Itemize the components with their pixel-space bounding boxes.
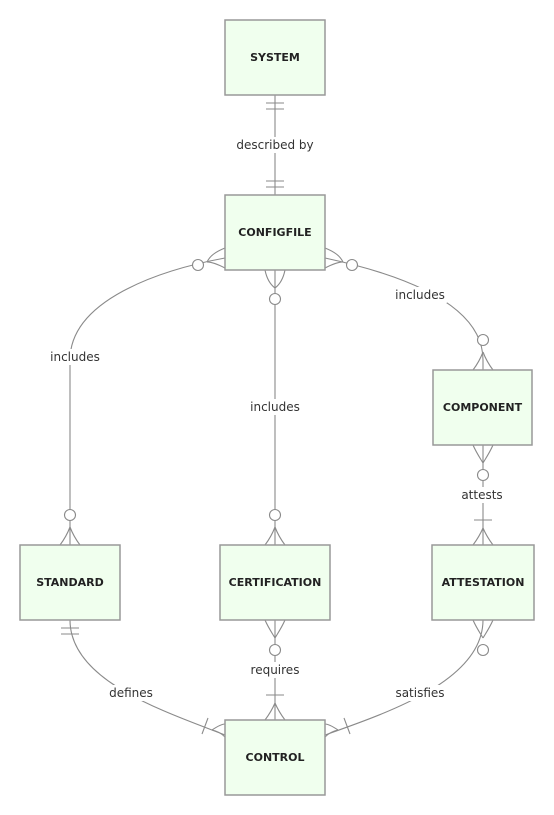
entity-label: COMPONENT bbox=[443, 401, 523, 414]
entity-box bbox=[431, 544, 535, 621]
entity-box bbox=[224, 19, 326, 96]
card-one-many-control-left bbox=[201, 717, 226, 738]
relationship-label: described by bbox=[236, 138, 313, 152]
card-one-many-control-top bbox=[264, 694, 286, 721]
rel-line-configfile-component bbox=[324, 257, 484, 370]
entity-box bbox=[19, 544, 121, 621]
relationship-label: satisfies bbox=[395, 686, 444, 700]
card-one-many-control-right bbox=[324, 717, 351, 738]
card-one-many-attestation-top bbox=[472, 519, 494, 546]
card-zero-many-standard-top bbox=[59, 508, 81, 546]
rel-label-component-attestation: attests bbox=[459, 487, 505, 503]
rel-label-certification-control: requires bbox=[248, 662, 302, 678]
entity-label: STANDARD bbox=[36, 576, 104, 589]
entity-certification: CERTIFICATION bbox=[219, 544, 331, 621]
relationship-label-background bbox=[459, 487, 505, 503]
entities: SYSTEM CONFIGFILE COMPONENT STANDARD CERTIFI… bbox=[19, 19, 535, 796]
relationship-label: attests bbox=[461, 488, 502, 502]
entity-box bbox=[224, 194, 326, 271]
card-zero-many-configfile-bottom bbox=[264, 269, 286, 306]
rel-label-configfile-standard: includes bbox=[48, 349, 102, 365]
card-zero-many-certification-bottom bbox=[264, 619, 286, 657]
rel-label-standard-control: defines bbox=[107, 685, 155, 701]
card-zero-many-certification-top bbox=[264, 508, 286, 546]
relationship-label: defines bbox=[109, 686, 153, 700]
entity-box bbox=[432, 369, 533, 446]
card-zero-many-configfile-right bbox=[324, 247, 359, 272]
relationship-label-background bbox=[248, 399, 302, 415]
relationship-label-background bbox=[393, 287, 447, 303]
relationship-label-background bbox=[393, 685, 447, 701]
entity-label: SYSTEM bbox=[250, 51, 300, 64]
relationship-label: includes bbox=[50, 350, 100, 364]
entity-label: ATTESTATION bbox=[442, 576, 525, 589]
rel-line-configfile-standard bbox=[69, 257, 226, 545]
relationship-label-background bbox=[48, 349, 102, 365]
card-exactly-one-system bbox=[266, 102, 284, 110]
entity-label: CONTROL bbox=[246, 751, 305, 764]
entity-box bbox=[224, 719, 326, 796]
card-zero-many-configfile-left bbox=[191, 247, 226, 272]
relationship-label-background bbox=[248, 662, 302, 678]
rel-line-attestation-control bbox=[324, 619, 484, 736]
card-exactly-one-configfile-top bbox=[266, 180, 284, 188]
rel-line-standard-control bbox=[69, 619, 226, 736]
entity-system: SYSTEM bbox=[224, 19, 326, 96]
entity-box bbox=[219, 544, 331, 621]
cardinality-markers bbox=[59, 102, 494, 738]
rel-label-configfile-component: includes bbox=[393, 287, 447, 303]
entity-label: CONFIGFILE bbox=[238, 226, 311, 239]
card-zero-many-component-bottom bbox=[472, 444, 494, 482]
card-zero-many-component-top bbox=[472, 333, 494, 371]
relationship-labels: described by includes includes includes atte… bbox=[48, 137, 505, 701]
relationship-label: requires bbox=[251, 663, 300, 677]
entity-configfile: CONFIGFILE bbox=[224, 194, 326, 271]
entity-label: CERTIFICATION bbox=[229, 576, 322, 589]
rel-label-system-configfile: described by bbox=[234, 137, 316, 153]
rel-label-configfile-certification: includes bbox=[248, 399, 302, 415]
entity-component: COMPONENT bbox=[432, 369, 533, 446]
relationship-label: includes bbox=[395, 288, 445, 302]
entity-standard: STANDARD bbox=[19, 544, 121, 621]
entity-control: CONTROL bbox=[224, 719, 326, 796]
entity-attestation: ATTESTATION bbox=[431, 544, 535, 621]
relationship-label: includes bbox=[250, 400, 300, 414]
card-exactly-one-standard-bottom bbox=[61, 627, 79, 635]
rel-label-attestation-control: satisfies bbox=[393, 685, 447, 701]
relationship-label-background bbox=[234, 137, 316, 153]
card-zero-many-attestation-bottom bbox=[472, 619, 494, 657]
relationship-label-background bbox=[107, 685, 155, 701]
